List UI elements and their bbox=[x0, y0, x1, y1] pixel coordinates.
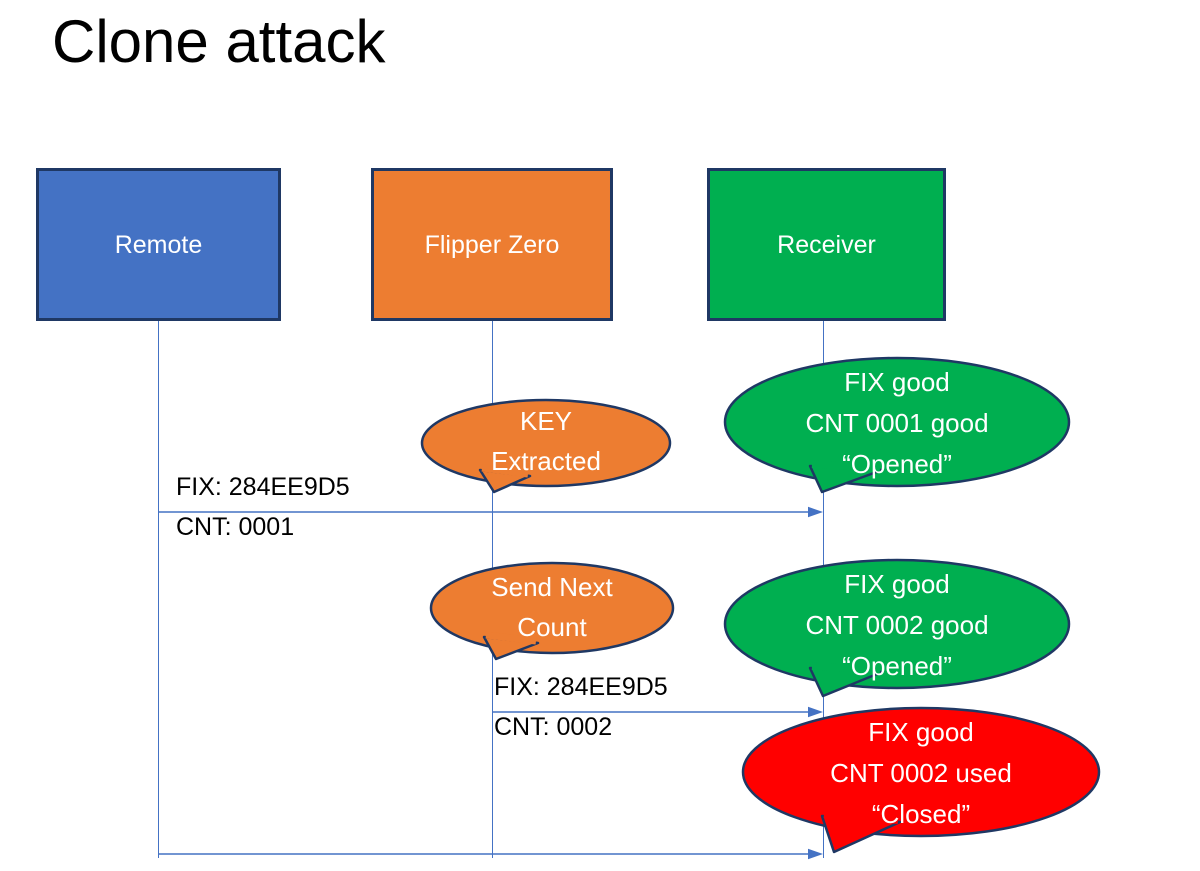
message-1-fix-label: FIX: 284EE9D5 bbox=[176, 473, 350, 501]
callout-receiver-ok-0001[interactable]: FIX good CNT 0001 good “Opened” bbox=[722, 356, 1072, 496]
callout-receiver-ok-0002[interactable]: FIX good CNT 0002 good “Opened” bbox=[722, 558, 1072, 698]
actor-box-flipper-zero[interactable]: Flipper Zero bbox=[371, 168, 613, 321]
message-2-fix-label: FIX: 284EE9D5 bbox=[494, 673, 668, 701]
message-arrow-remote-to-receiver-1 bbox=[158, 506, 826, 518]
actor-label-receiver: Receiver bbox=[777, 230, 876, 259]
lifeline-remote bbox=[158, 321, 159, 858]
message-1-cnt-label: CNT: 0001 bbox=[176, 513, 295, 541]
actor-box-receiver[interactable]: Receiver bbox=[707, 168, 946, 321]
callout-receiver-reject-0002[interactable]: FIX good CNT 0002 used “Closed” bbox=[740, 706, 1102, 858]
actor-label-flipper-zero: Flipper Zero bbox=[424, 230, 560, 259]
actor-label-remote: Remote bbox=[114, 230, 203, 259]
callout-send-next-count[interactable]: Send Next Count bbox=[428, 561, 676, 661]
message-arrow-flipper-to-receiver-2 bbox=[492, 706, 826, 718]
callout-key-extracted[interactable]: KEY Extracted bbox=[420, 398, 672, 494]
actor-box-remote[interactable]: Remote bbox=[36, 168, 281, 321]
page-title: Clone attack bbox=[52, 8, 386, 75]
message-2-cnt-label: CNT: 0002 bbox=[494, 713, 613, 741]
message-arrow-remote-to-receiver-3 bbox=[158, 848, 826, 860]
